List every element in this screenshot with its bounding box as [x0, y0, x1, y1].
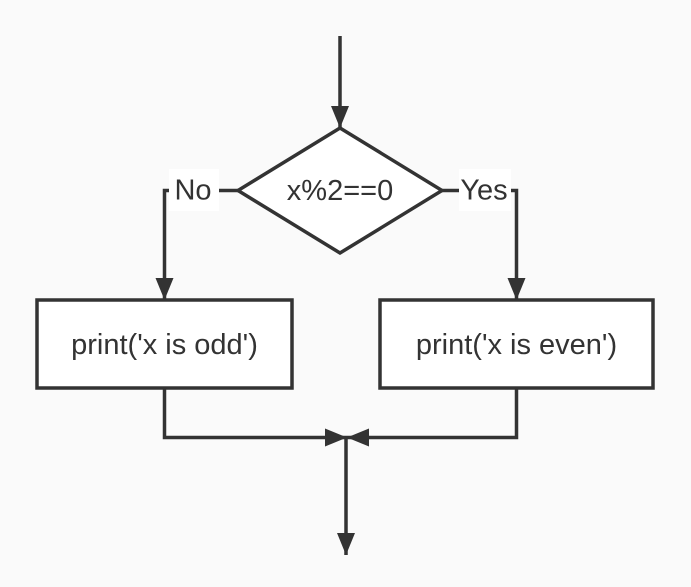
process-even-label: print('x is even')	[416, 329, 617, 361]
process-odd-label: print('x is odd')	[71, 329, 258, 361]
no-label-bg	[169, 169, 219, 211]
no-branch-label: No	[174, 175, 211, 207]
decision-diamond	[234, 125, 446, 256]
odd-merge-arrow	[162, 388, 347, 447]
process-box-odd	[35, 298, 294, 390]
even-merge-arrow	[347, 388, 519, 447]
yes-branch-label: Yes	[460, 175, 507, 207]
yes-label-bg	[459, 169, 511, 211]
decision-label: x%2==0	[287, 175, 393, 207]
